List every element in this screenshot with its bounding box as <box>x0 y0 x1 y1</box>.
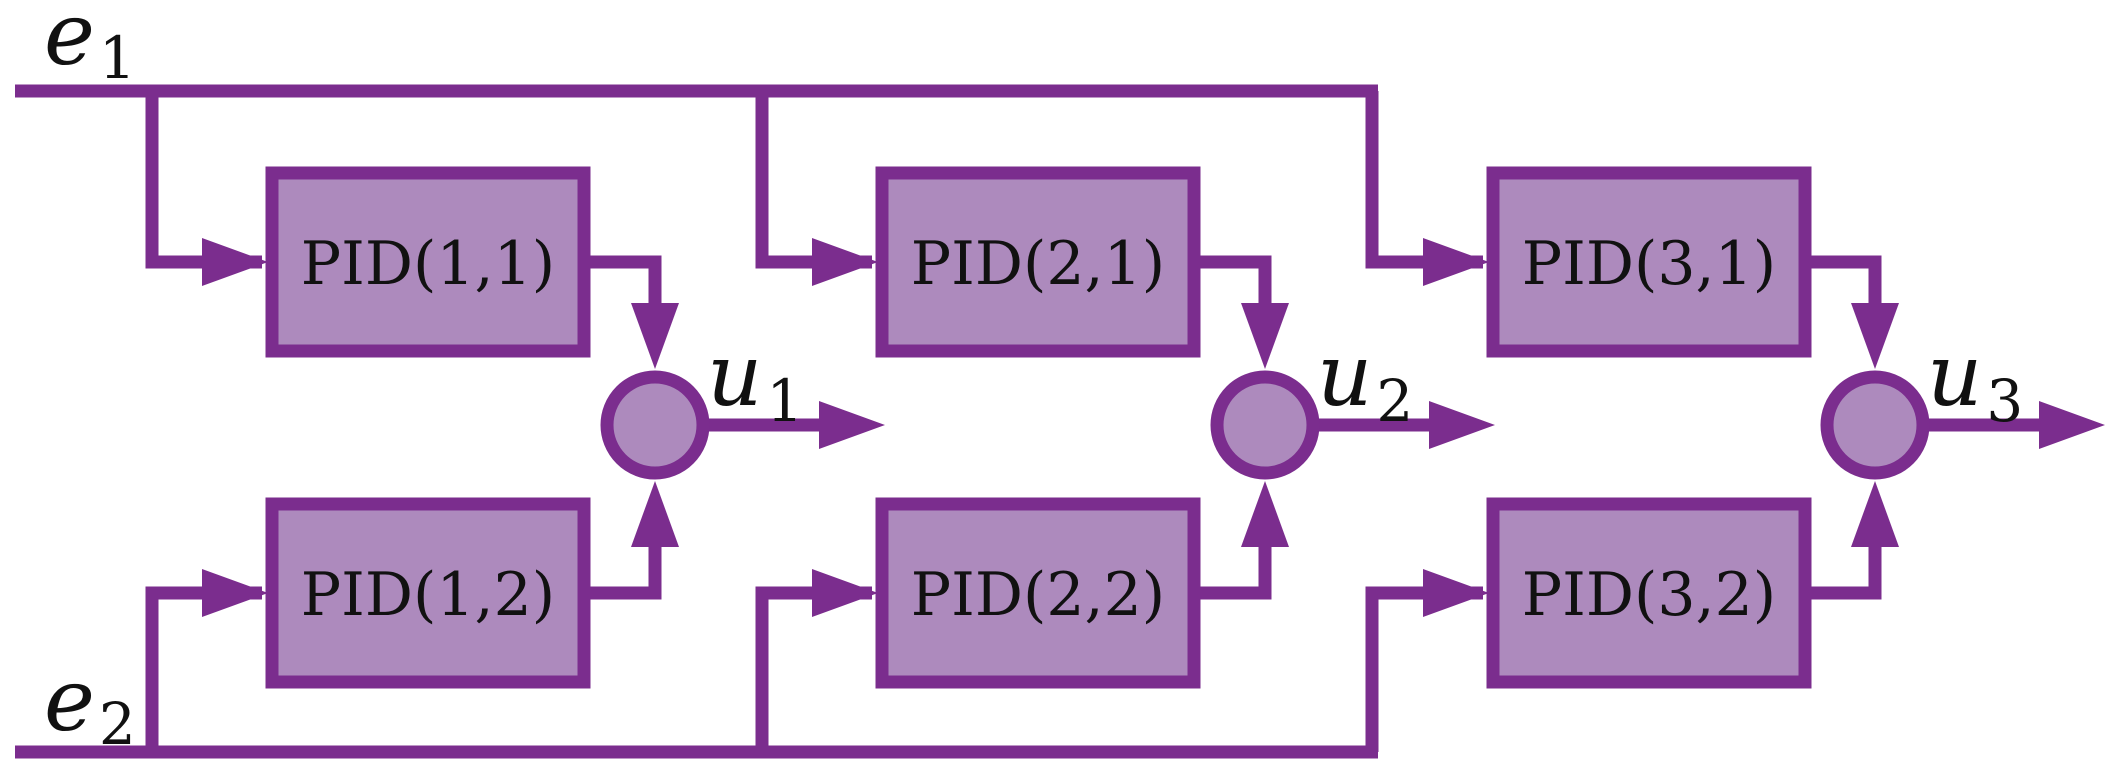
pid-block-3-1: PID(3,1) <box>1486 166 1812 358</box>
sum-junction-2 <box>1210 370 1320 480</box>
output-subscript: 1 <box>766 367 803 435</box>
sum-wire-2-1 <box>1200 255 1272 317</box>
pid-block-label: PID(3,1) <box>1522 229 1776 299</box>
pid-block-1-2: PID(1,2) <box>265 497 591 689</box>
input-subscript: 1 <box>99 24 136 92</box>
feed-wire-1-1 <box>145 91 262 269</box>
pid-block-frame <box>1486 166 1812 358</box>
feed-wire-3-2 <box>1365 586 1483 752</box>
sum-junction-circle <box>1820 370 1930 480</box>
sum-junction-1 <box>600 370 710 480</box>
pid-block-frame <box>875 497 1201 689</box>
pid-block-3-2: PID(3,2) <box>1486 497 1812 689</box>
output-label-u2: u2 <box>1317 326 1413 435</box>
pid-block-label: PID(2,1) <box>911 229 1165 299</box>
sum-arrow-2-1 <box>1241 303 1289 369</box>
pid-block-2-2: PID(2,2) <box>875 497 1201 689</box>
feed-arrow-3-2 <box>1423 569 1489 617</box>
input-subscript: 2 <box>99 690 136 758</box>
sum-junction-circle <box>600 370 710 480</box>
output-label-u1: u1 <box>707 326 803 435</box>
output-symbol: u <box>1927 326 1982 426</box>
output-subscript: 2 <box>1376 367 1413 435</box>
sum-wire-1-2 <box>590 533 662 600</box>
sum-wire-3-2 <box>1811 533 1882 600</box>
summing-junctions <box>600 370 1930 480</box>
output-symbol: u <box>1317 326 1372 426</box>
feed-arrow-3-1 <box>1423 238 1489 286</box>
input-symbol: e <box>44 0 95 85</box>
feed-wire-3-1 <box>1365 91 1483 269</box>
pid-block-frame <box>875 166 1201 358</box>
feed-wire-1-2 <box>145 586 262 752</box>
feed-arrow-1-2 <box>202 569 268 617</box>
feed-arrow-2-1 <box>812 238 878 286</box>
sum-arrow-1-2 <box>631 481 679 547</box>
output-label-u3: u3 <box>1927 326 2023 435</box>
sum-arrow-3-1 <box>1851 303 1899 369</box>
output-arrow-u2 <box>1429 401 1495 449</box>
pid-block-frame <box>1486 497 1812 689</box>
pid-block-label: PID(1,2) <box>301 560 555 630</box>
feed-arrow-1-1 <box>202 238 268 286</box>
input-label-e1: e1 <box>44 0 136 92</box>
signal-arrows <box>202 238 2105 617</box>
output-symbol: u <box>707 326 762 426</box>
sum-arrow-3-2 <box>1851 481 1899 547</box>
pid-blocks: PID(1,1) PID(1,2) PID(2,1) PID(2,2) PID(3,1)… <box>265 166 1812 689</box>
pid-block-frame <box>265 166 591 358</box>
output-arrow-u1 <box>819 401 885 449</box>
pid-block-1-1: PID(1,1) <box>265 166 591 358</box>
pid-block-label: PID(2,2) <box>911 560 1165 630</box>
sum-wire-3-1 <box>1811 255 1882 317</box>
sum-arrow-1-1 <box>631 303 679 369</box>
feed-wire-2-1 <box>755 91 872 269</box>
output-subscript: 3 <box>1986 367 2023 435</box>
input-label-e2: e2 <box>44 651 136 758</box>
pid-block-frame <box>265 497 591 689</box>
pid-block-label: PID(1,1) <box>301 229 555 299</box>
feed-arrow-2-2 <box>812 569 878 617</box>
output-arrow-u3 <box>2039 401 2105 449</box>
sum-junction-circle <box>1210 370 1320 480</box>
sum-arrow-2-2 <box>1241 481 1289 547</box>
sum-wire-2-2 <box>1200 533 1272 600</box>
pid-block-label: PID(3,2) <box>1522 560 1776 630</box>
input-symbol: e <box>44 651 95 751</box>
pid-block-2-1: PID(2,1) <box>875 166 1201 358</box>
feed-wire-2-2 <box>755 586 872 752</box>
sum-wire-1-1 <box>590 255 662 317</box>
sum-junction-3 <box>1820 370 1930 480</box>
